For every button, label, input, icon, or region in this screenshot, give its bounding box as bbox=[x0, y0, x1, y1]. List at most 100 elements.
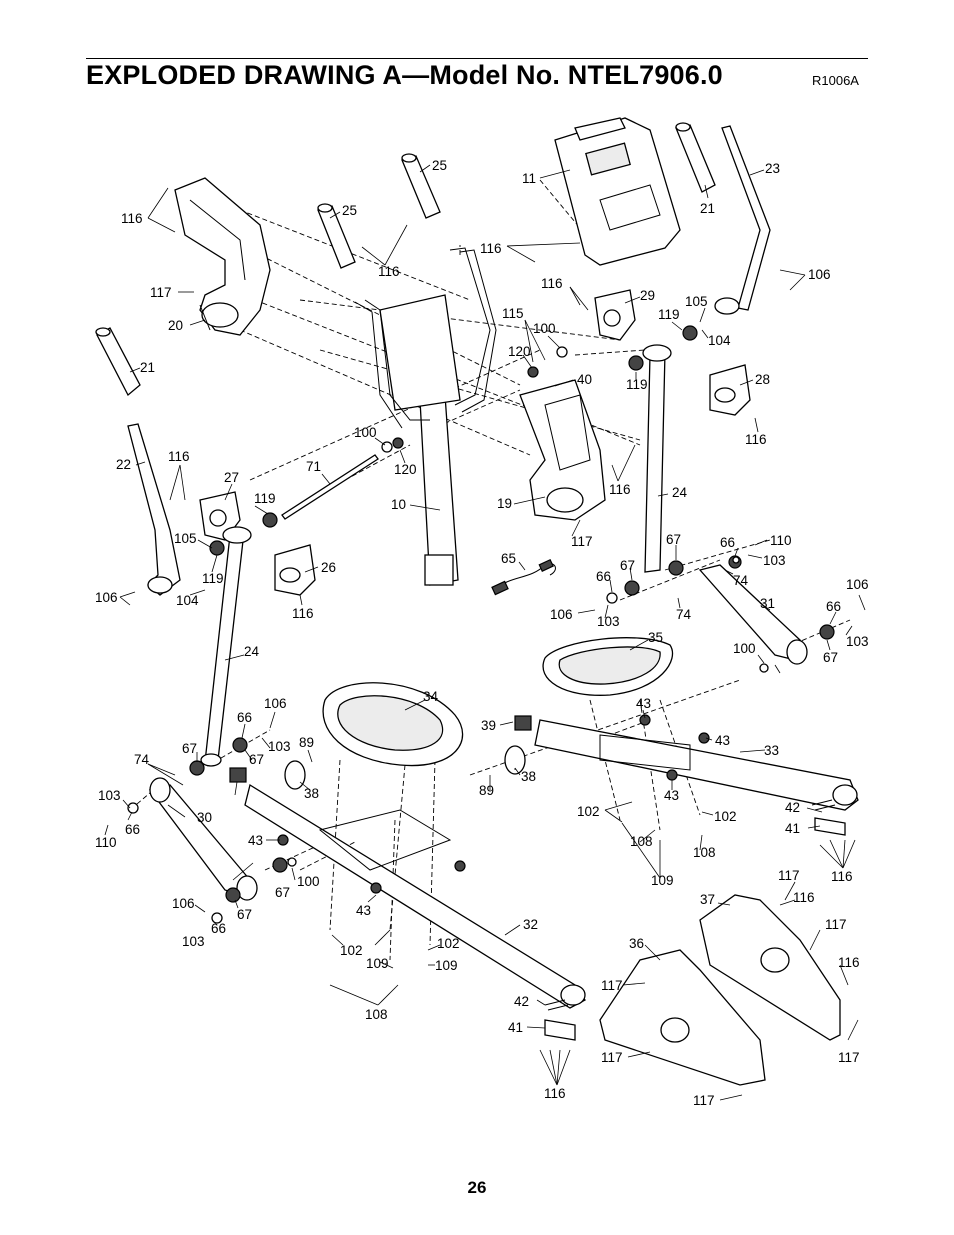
callout-106-b: 106 bbox=[95, 590, 118, 605]
callout-110-b: 110 bbox=[95, 835, 117, 850]
part-bearings bbox=[127, 325, 835, 924]
part-30-left-pedal-arm bbox=[148, 777, 258, 901]
callout-116-k: 116 bbox=[793, 890, 815, 905]
callout-37: 37 bbox=[700, 892, 715, 907]
callout-119-d: 119 bbox=[202, 571, 224, 586]
callout-32: 32 bbox=[523, 917, 538, 932]
callout-117-h: 117 bbox=[693, 1093, 715, 1108]
part-39-caps bbox=[229, 715, 532, 783]
callout-23: 23 bbox=[765, 161, 780, 176]
callout-104-b: 104 bbox=[176, 593, 199, 608]
callout-24-left: 24 bbox=[244, 644, 260, 659]
callout-25-a: 25 bbox=[432, 158, 447, 173]
callout-38-left: 38 bbox=[304, 786, 319, 801]
part-21-left-grip bbox=[95, 327, 141, 397]
callout-41-right: 41 bbox=[785, 821, 800, 836]
callout-43-a: 43 bbox=[636, 696, 651, 711]
part-25-upper-grips bbox=[317, 153, 441, 269]
callout-labels: 25 25 11 23 21 116 116 116 117 20 21 116… bbox=[95, 158, 869, 1108]
part-33-right-rail bbox=[534, 719, 859, 811]
page-title: EXPLODED DRAWING A—Model No. NTEL7906.0 bbox=[86, 60, 723, 90]
callout-100-d: 100 bbox=[297, 874, 320, 889]
callout-117-g: 117 bbox=[601, 1050, 623, 1065]
callout-19: 19 bbox=[497, 496, 512, 511]
part-11-console bbox=[554, 117, 681, 266]
part-34-left-pedal bbox=[322, 682, 464, 767]
callout-66-c: 66 bbox=[826, 599, 841, 614]
part-29-bearing-housing bbox=[594, 289, 636, 341]
callout-108-b: 108 bbox=[693, 845, 716, 860]
callout-30: 30 bbox=[197, 810, 212, 825]
callout-29: 29 bbox=[640, 288, 655, 303]
part-32-left-rail bbox=[244, 783, 586, 1009]
callout-108-a: 108 bbox=[630, 834, 653, 849]
callout-117-f: 117 bbox=[838, 1050, 860, 1065]
callout-106-c: 106 bbox=[550, 607, 573, 622]
callout-39-right: 39 bbox=[481, 718, 496, 733]
callout-74-c: 74 bbox=[134, 752, 150, 767]
callout-41-left: 41 bbox=[508, 1020, 523, 1035]
part-20-left-shroud bbox=[174, 177, 271, 336]
part-36-left-side-cover bbox=[599, 949, 766, 1086]
callout-21-right: 21 bbox=[700, 201, 715, 216]
callout-116-m: 116 bbox=[544, 1086, 566, 1101]
callout-116-b: 116 bbox=[378, 264, 400, 279]
callout-27: 27 bbox=[224, 470, 239, 485]
callout-100-a: 100 bbox=[533, 321, 556, 336]
callout-67-g: 67 bbox=[237, 907, 252, 922]
callout-67-f: 67 bbox=[275, 885, 290, 900]
callout-11: 11 bbox=[522, 171, 536, 186]
callout-42-right: 42 bbox=[785, 800, 800, 815]
callout-117-d: 117 bbox=[825, 917, 847, 932]
callout-102-b: 102 bbox=[714, 809, 737, 824]
callout-43-b: 43 bbox=[715, 733, 730, 748]
callout-102-a: 102 bbox=[577, 804, 600, 819]
callout-103-f: 103 bbox=[182, 934, 205, 949]
part-37-right-side-cover bbox=[699, 894, 841, 1041]
callout-74-a: 74 bbox=[733, 573, 749, 588]
callout-116-j: 116 bbox=[831, 869, 853, 884]
part-71-axle bbox=[281, 454, 379, 520]
leader-lines bbox=[104, 164, 866, 1101]
callout-100-b: 100 bbox=[354, 425, 377, 440]
callout-103-b: 103 bbox=[597, 614, 620, 629]
callout-119-b: 119 bbox=[626, 377, 648, 392]
callout-66-d: 66 bbox=[237, 710, 252, 725]
callout-102-c: 102 bbox=[340, 943, 363, 958]
callout-67-a: 67 bbox=[666, 532, 681, 547]
part-23-right-upper-arm bbox=[714, 125, 771, 315]
part-22-left-upper-arm bbox=[127, 423, 181, 596]
callout-109-b: 109 bbox=[366, 956, 389, 971]
part-28-cover bbox=[709, 364, 751, 416]
callout-103-c: 103 bbox=[846, 634, 869, 649]
callout-42-left: 42 bbox=[514, 994, 529, 1009]
callout-74-b: 74 bbox=[676, 607, 692, 622]
callout-106-f: 106 bbox=[172, 896, 195, 911]
callout-26: 26 bbox=[321, 560, 336, 575]
callout-116-f: 116 bbox=[745, 432, 767, 447]
callout-108-c: 108 bbox=[365, 1007, 388, 1022]
callout-24-right: 24 bbox=[672, 485, 688, 500]
callout-116-d: 116 bbox=[541, 276, 563, 291]
callout-109-c: 109 bbox=[435, 958, 458, 973]
callout-120-b: 120 bbox=[394, 462, 417, 477]
callout-100-c: 100 bbox=[733, 641, 756, 656]
callout-103-e: 103 bbox=[98, 788, 121, 803]
callout-116-i: 116 bbox=[292, 606, 314, 621]
callout-105-b: 105 bbox=[174, 531, 197, 546]
callout-10: 10 bbox=[391, 497, 406, 512]
callout-116-c: 116 bbox=[480, 241, 502, 256]
callout-40: 40 bbox=[577, 372, 592, 387]
part-26-cover bbox=[274, 544, 316, 596]
callout-36: 36 bbox=[629, 936, 644, 951]
callout-117-e: 117 bbox=[601, 978, 623, 993]
callout-28: 28 bbox=[755, 372, 770, 387]
callout-20: 20 bbox=[168, 318, 183, 333]
callout-106-d: 106 bbox=[846, 577, 869, 592]
callout-71: 71 bbox=[306, 459, 321, 474]
callout-106-e: 106 bbox=[264, 696, 287, 711]
callout-116-g: 116 bbox=[168, 449, 190, 464]
part-31-right-pedal-arm bbox=[698, 564, 808, 665]
part-24-left-lower-arm bbox=[200, 526, 252, 767]
